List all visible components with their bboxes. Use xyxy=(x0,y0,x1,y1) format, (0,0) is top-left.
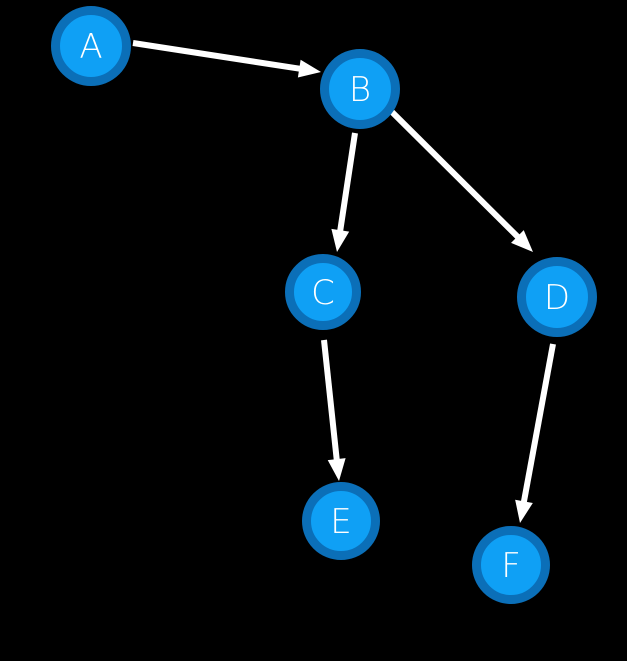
node-circle xyxy=(472,526,550,604)
arrowhead-icon xyxy=(515,499,533,523)
graph-node-e[interactable]: E xyxy=(302,482,380,560)
node-circle xyxy=(517,257,597,337)
node-label: F xyxy=(501,546,521,586)
node-label: A xyxy=(79,27,102,67)
graph-edge-b-d[interactable]: B → D xyxy=(389,109,533,252)
graph-edge-d-f[interactable]: D → F xyxy=(515,343,556,523)
node-label: E xyxy=(330,502,351,542)
node-circle xyxy=(320,49,400,129)
node-circle xyxy=(302,482,380,560)
node-label: B xyxy=(349,70,371,110)
arrowhead-icon xyxy=(297,59,321,78)
graph-node-c[interactable]: C xyxy=(285,254,361,330)
nodes-layer: A B C D E F xyxy=(51,6,597,604)
edge-shaft xyxy=(520,343,556,504)
edges-layer: A → B B → C B → D C → E D → F xyxy=(132,40,556,523)
graph-node-b[interactable]: B xyxy=(320,49,400,129)
arrowhead-icon xyxy=(327,458,346,481)
node-label: D xyxy=(544,278,570,318)
edge-shaft xyxy=(321,339,340,462)
node-label: C xyxy=(311,273,335,313)
edge-shaft xyxy=(132,40,302,72)
graph-node-f[interactable]: F xyxy=(472,526,550,604)
graph-edge-c-e[interactable]: C → E xyxy=(321,339,346,481)
arrowhead-icon xyxy=(511,230,533,252)
graph-edge-a-b[interactable]: A → B xyxy=(132,40,321,78)
edge-shaft xyxy=(337,132,358,233)
graph-node-d[interactable]: D xyxy=(517,257,597,337)
graph-node-a[interactable]: A xyxy=(51,6,131,86)
node-circle xyxy=(285,254,361,330)
arrowhead-icon xyxy=(331,228,350,252)
edge-shaft xyxy=(389,109,521,241)
node-circle xyxy=(51,6,131,86)
graph-edge-b-c[interactable]: B → C xyxy=(331,132,358,252)
